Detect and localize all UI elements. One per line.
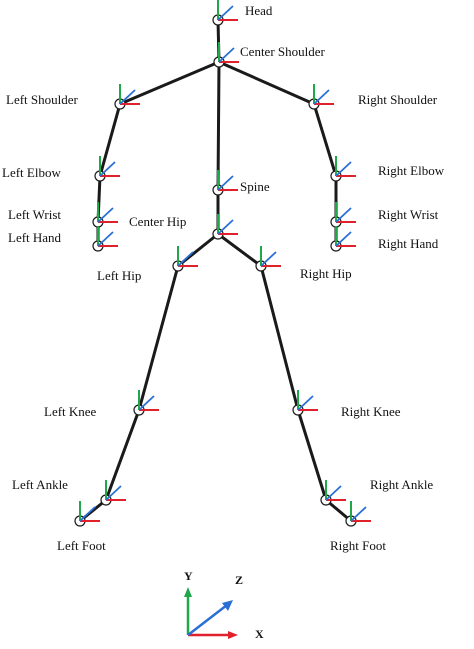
bone-left-knee-to-left-ankle bbox=[104, 408, 141, 502]
label-right-hip: Right Hip bbox=[300, 266, 352, 281]
joint-center-shoulder bbox=[213, 42, 239, 68]
skeleton-bones bbox=[78, 18, 353, 523]
joint-right-hand bbox=[330, 226, 356, 252]
joint-z-axis bbox=[79, 506, 96, 522]
joint-left-ankle bbox=[100, 480, 126, 506]
joint-head bbox=[212, 0, 238, 26]
joint-z-axis bbox=[119, 89, 136, 105]
joint-left-shoulder bbox=[114, 84, 140, 110]
joint-z-axis bbox=[217, 219, 234, 235]
joint-z-axis bbox=[97, 231, 114, 247]
joint-left-hand bbox=[92, 226, 118, 252]
joint-z-axis bbox=[177, 251, 194, 267]
label-left-wrist: Left Wrist bbox=[8, 207, 61, 222]
legend-x-arrowhead bbox=[228, 631, 238, 639]
joint-z-axis bbox=[138, 395, 155, 411]
joint-z-axis bbox=[217, 5, 234, 21]
joint-z-axis bbox=[335, 161, 352, 177]
joint-right-foot bbox=[345, 501, 371, 527]
label-right-elbow: Right Elbow bbox=[378, 163, 445, 178]
label-left-ankle: Left Ankle bbox=[12, 477, 68, 492]
label-right-wrist: Right Wrist bbox=[378, 207, 439, 222]
label-left-knee: Left Knee bbox=[44, 404, 97, 419]
axis-legend: Y Z X bbox=[184, 569, 264, 641]
label-right-hand: Right Hand bbox=[378, 236, 439, 251]
joint-right-wrist bbox=[330, 202, 356, 228]
joint-z-axis bbox=[325, 485, 342, 501]
label-right-knee: Right Knee bbox=[341, 404, 401, 419]
joint-frames bbox=[74, 0, 371, 527]
joint-right-ankle bbox=[320, 480, 346, 506]
joint-center-hip bbox=[212, 214, 238, 240]
bone-left-hip-to-left-knee bbox=[137, 264, 180, 412]
joint-z-axis bbox=[335, 231, 352, 247]
label-center-hip: Center Hip bbox=[129, 214, 186, 229]
legend-y-arrowhead bbox=[184, 587, 192, 597]
bone-left-shoulder-to-left-elbow bbox=[98, 102, 122, 178]
label-right-foot: Right Foot bbox=[330, 538, 386, 553]
label-left-foot: Left Foot bbox=[57, 538, 106, 553]
joint-z-axis bbox=[217, 175, 234, 191]
label-center-shoulder: Center Shoulder bbox=[240, 44, 326, 59]
label-spine: Spine bbox=[240, 179, 270, 194]
bone-center-shoulder-to-right-shoulder bbox=[217, 60, 316, 106]
joint-left-wrist bbox=[92, 202, 118, 228]
legend-z-axis bbox=[187, 604, 228, 636]
bone-right-shoulder-to-right-elbow bbox=[312, 102, 338, 178]
joint-right-hip bbox=[255, 246, 281, 272]
bone-right-knee-to-right-ankle bbox=[296, 408, 328, 502]
bone-center-hip-to-right-hip bbox=[216, 232, 263, 268]
joint-left-foot bbox=[74, 501, 100, 527]
label-right-ankle: Right Ankle bbox=[370, 477, 433, 492]
joint-z-axis bbox=[260, 251, 277, 267]
label-left-elbow: Left Elbow bbox=[2, 165, 61, 180]
bone-center-shoulder-to-left-shoulder bbox=[118, 60, 221, 106]
joint-z-axis bbox=[105, 485, 122, 501]
joint-z-axis bbox=[297, 395, 314, 411]
joint-z-axis bbox=[99, 161, 116, 177]
joint-left-elbow bbox=[94, 156, 120, 182]
label-left-hip: Left Hip bbox=[97, 268, 141, 283]
legend-y-label: Y bbox=[184, 569, 193, 583]
label-head: Head bbox=[245, 3, 273, 18]
label-right-shoulder: Right Shoulder bbox=[358, 92, 438, 107]
label-left-hand: Left Hand bbox=[8, 230, 62, 245]
label-left-shoulder: Left Shoulder bbox=[6, 92, 79, 107]
joint-z-axis bbox=[350, 506, 367, 522]
bone-right-hip-to-right-knee bbox=[259, 264, 300, 412]
joint-z-axis bbox=[218, 47, 235, 63]
joint-right-elbow bbox=[330, 156, 356, 182]
joint-z-axis bbox=[97, 207, 114, 223]
joint-z-axis bbox=[313, 89, 330, 105]
legend-z-label: Z bbox=[235, 573, 243, 587]
joint-z-axis bbox=[335, 207, 352, 223]
legend-z-arrowhead bbox=[222, 600, 233, 611]
joint-right-knee bbox=[292, 390, 318, 416]
joint-left-knee bbox=[133, 390, 159, 416]
joint-spine bbox=[212, 170, 238, 196]
joint-left-hip bbox=[172, 246, 198, 272]
joint-right-shoulder bbox=[308, 84, 334, 110]
bone-center-shoulder-to-spine bbox=[216, 60, 221, 192]
legend-x-label: X bbox=[255, 627, 264, 641]
